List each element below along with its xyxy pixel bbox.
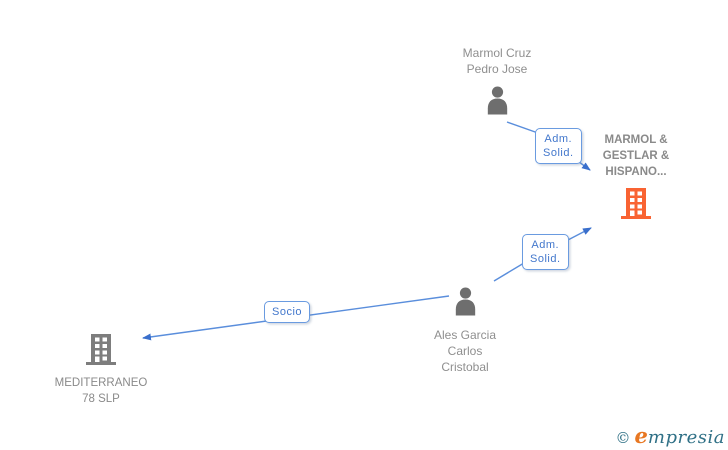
node-label: MARMOL & GESTLAR & HISPANO... xyxy=(602,134,670,178)
logo-initial: e xyxy=(634,423,648,448)
edge-label-adm-solid-top[interactable]: Adm. Solid. xyxy=(535,128,582,164)
node-company-mediterraneo[interactable]: MEDITERRANEO 78 SLP xyxy=(31,334,171,407)
logo-text: mpresia xyxy=(647,427,725,448)
edge-label-adm-solid-mid[interactable]: Adm. Solid. xyxy=(522,234,569,270)
person-icon xyxy=(450,285,481,317)
building-icon xyxy=(84,334,118,366)
person-icon xyxy=(482,84,513,116)
node-person-ales-garcia[interactable]: Ales Garcia Carlos Cristobal xyxy=(395,285,535,375)
edge-label-socio[interactable]: Socio xyxy=(264,301,311,323)
edge-person-top-to-adm-label xyxy=(506,121,539,134)
edge-person-center-to-adm-label xyxy=(493,262,525,282)
node-person-marmol-cruz[interactable]: Marmol Cruz Pedro Jose xyxy=(427,45,567,121)
node-label: MEDITERRANEO 78 SLP xyxy=(54,377,148,405)
building-icon xyxy=(619,188,653,220)
edge-adm-label-to-company-right-2 xyxy=(565,227,592,242)
node-company-marmol-gestlar[interactable]: MARMOL & GESTLAR & HISPANO... xyxy=(586,132,686,225)
copyright-icon: © xyxy=(615,429,631,447)
node-label: Ales Garcia Carlos Cristobal xyxy=(433,328,497,374)
node-label: Marmol Cruz Pedro Jose xyxy=(462,46,532,76)
